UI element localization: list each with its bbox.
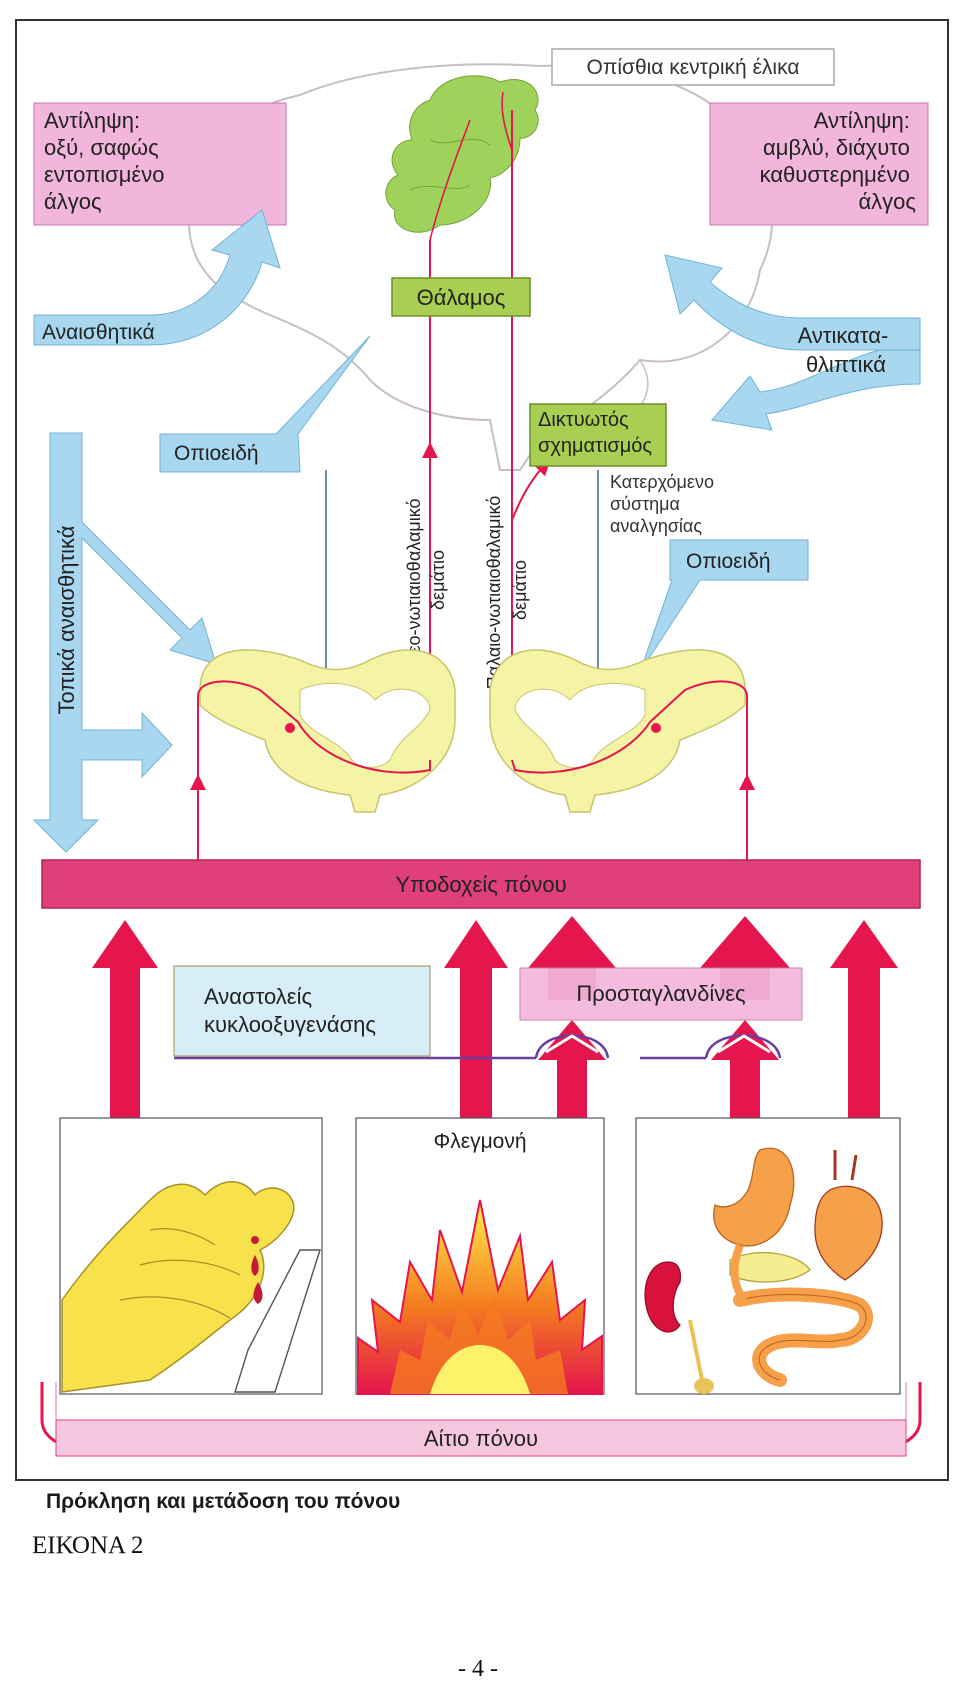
reticular-formation-box — [529, 403, 667, 467]
opioids-right-label: Οπιοειδή — [686, 550, 771, 573]
page-number: - 4 - — [458, 1656, 498, 1682]
prostaglandins-label: Προσταγλανδίνες — [576, 981, 745, 1006]
figure-number: ΕΙΚΟΝΑ 2 — [32, 1532, 144, 1559]
spinal-cord-right — [489, 649, 748, 813]
fire-illustration — [357, 1199, 603, 1395]
perception-left-box — [33, 102, 287, 226]
postcentral-gyrus-label-box — [551, 48, 835, 86]
spinal-cord-left — [197, 649, 456, 813]
inflammation-label: Φλεγμονή — [433, 1130, 526, 1153]
pain-receptors-bar — [41, 859, 921, 909]
perception-right-box — [709, 102, 929, 226]
pain-cause-label: Αίτιο πόνου — [424, 1426, 538, 1451]
descending-system-label: Κατερχόμενο σύστημα αναλγησίας — [610, 472, 719, 536]
antidepressants-arrow — [664, 254, 921, 351]
local-anesthetics-arrow — [32, 432, 217, 853]
pain-cause-box — [55, 1419, 907, 1457]
brain-outline — [187, 63, 774, 471]
opioids-left-label: Οπιοειδή — [174, 442, 259, 465]
opioids-right-callout — [639, 539, 809, 673]
local-anesthetics-label: Τοπικά αναισθητικά — [54, 525, 79, 714]
perception-left-text: Αντίληψη: οξύ, σαφώς εντοπισμένο άλγος — [44, 108, 171, 214]
figure-caption: Πρόκληση και μετάδοση του πόνου — [46, 1490, 401, 1513]
hand-illustration — [61, 1181, 321, 1393]
opioids-left-callout — [159, 335, 371, 473]
antidepressants-label: Αντικατα- θλιπτικά — [798, 323, 895, 377]
anesthetics-label: Αναισθητικά — [42, 321, 155, 344]
cox-inhibitors-box — [173, 965, 431, 1057]
thalamus-label: Θάλαμος — [417, 285, 506, 310]
cox-inhibitors-label: Αναστολείς κυκλοοξυγενάσης — [204, 984, 376, 1037]
pain-receptors-label: Υποδοχείς πόνου — [395, 872, 566, 897]
neo-tract-label: Νεο-νωτιαιοθαλαμικό δεμάτιο — [404, 493, 448, 666]
perception-right-text: Αντίληψη: αμβλύ, διάχυτο καθυστερημένο ά… — [760, 108, 916, 214]
paleo-tract-label: Παλαιο-νωτιαιοθαλαμικό δεμάτιο — [484, 491, 530, 690]
postcentral-gyrus-shape — [385, 75, 539, 233]
thalamus-box — [391, 277, 531, 317]
reticular-formation-label: Δικτυωτός σχηματισμός — [538, 409, 652, 457]
postcentral-gyrus-label: Οπίσθια κεντρική έλικα — [587, 56, 800, 79]
anesthetics-arrow — [33, 209, 281, 346]
prostaglandins-box — [519, 967, 803, 1021]
organs-illustration — [644, 1147, 883, 1394]
